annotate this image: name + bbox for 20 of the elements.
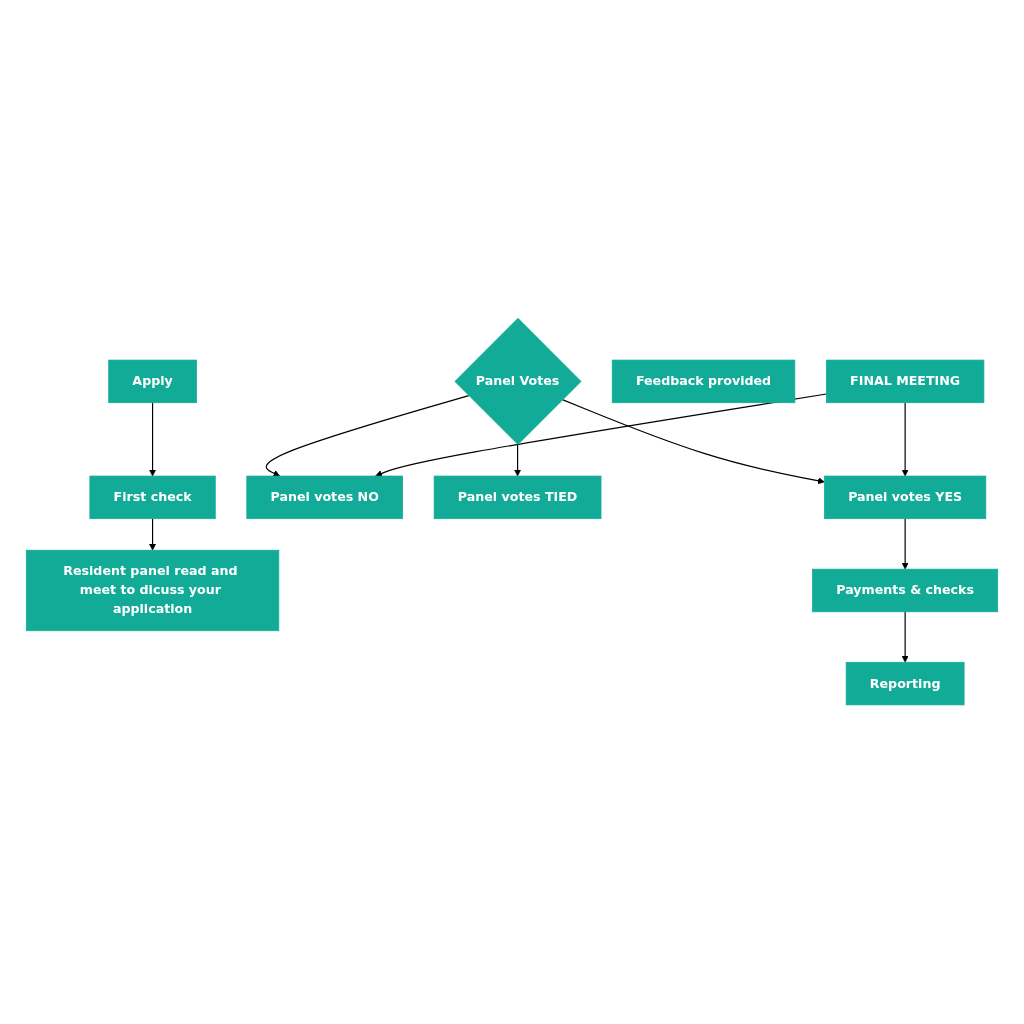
arrow bbox=[901, 518, 909, 570]
node-box: Panel votes TIED bbox=[433, 476, 602, 520]
node-box: Panel votes NO bbox=[246, 476, 403, 520]
arrow bbox=[149, 402, 157, 477]
node-box: First check bbox=[89, 476, 216, 520]
node-diamond: Panel Votes bbox=[454, 318, 582, 446]
node-box: Resident panel read and meet to dicuss your application bbox=[25, 550, 280, 632]
node-box: Feedback provided bbox=[611, 360, 796, 404]
arrow bbox=[265, 395, 470, 477]
node-box: FINAL MEETING bbox=[826, 360, 985, 404]
arrow bbox=[901, 611, 909, 663]
arrow bbox=[901, 402, 909, 477]
arrow bbox=[514, 444, 522, 477]
arrow bbox=[375, 393, 827, 478]
node-box: Panel votes YES bbox=[824, 476, 987, 520]
arrow bbox=[149, 518, 157, 551]
node-box: Apply bbox=[108, 360, 197, 404]
arrow bbox=[561, 399, 825, 485]
node-box: Payments & checks bbox=[812, 569, 999, 613]
node-box: Reporting bbox=[845, 662, 965, 706]
